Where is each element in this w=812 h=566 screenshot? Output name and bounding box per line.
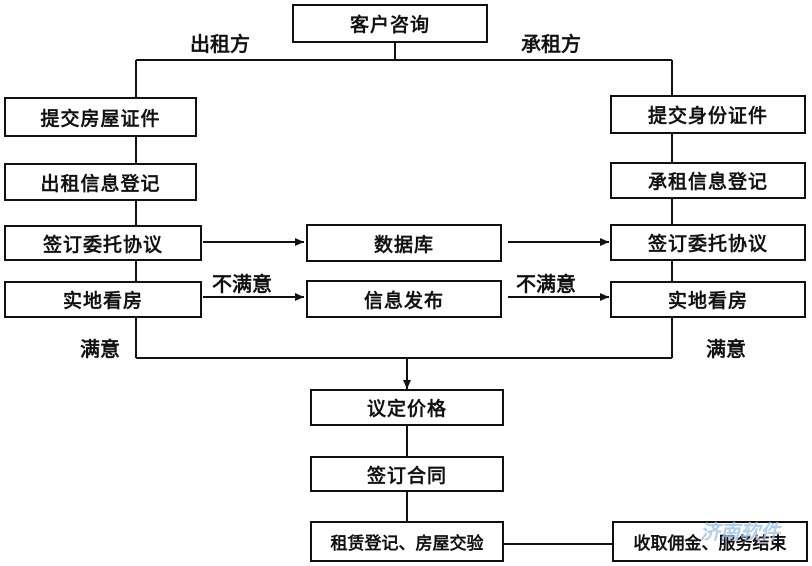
left-sign-box: 签订委托协议 [4,225,202,261]
satisfied-right-label: 满意 [706,337,746,361]
price-box: 议定价格 [310,389,504,426]
lessor-label: 出租方 [190,32,250,56]
lessee-label: 承租方 [521,32,581,56]
right-sign-box: 签订委托协议 [610,224,806,261]
unsatisfied-right-label: 不满意 [516,272,576,296]
watermark-logo: 济南软件 [700,520,780,544]
right-submit-box: 提交身份证件 [610,95,806,134]
contract-box: 签订合同 [310,456,504,492]
left-inspect-box: 实地看房 [4,281,202,318]
publish-box: 信息发布 [306,280,502,318]
left-submit-box: 提交房屋证件 [4,97,197,137]
unsatisfied-left-label: 不满意 [212,272,272,296]
commission-box: 收取佣金、服务结束 [612,521,808,562]
left-register-box: 出租信息登记 [4,163,197,201]
lease-box: 租赁登记、房屋交验 [310,521,504,562]
satisfied-left-label: 满意 [80,337,120,361]
right-register-box: 承租信息登记 [610,162,806,199]
database-box: 数据库 [306,224,502,262]
consult-box: 客户咨询 [292,4,488,43]
right-inspect-box: 实地看房 [610,281,806,318]
